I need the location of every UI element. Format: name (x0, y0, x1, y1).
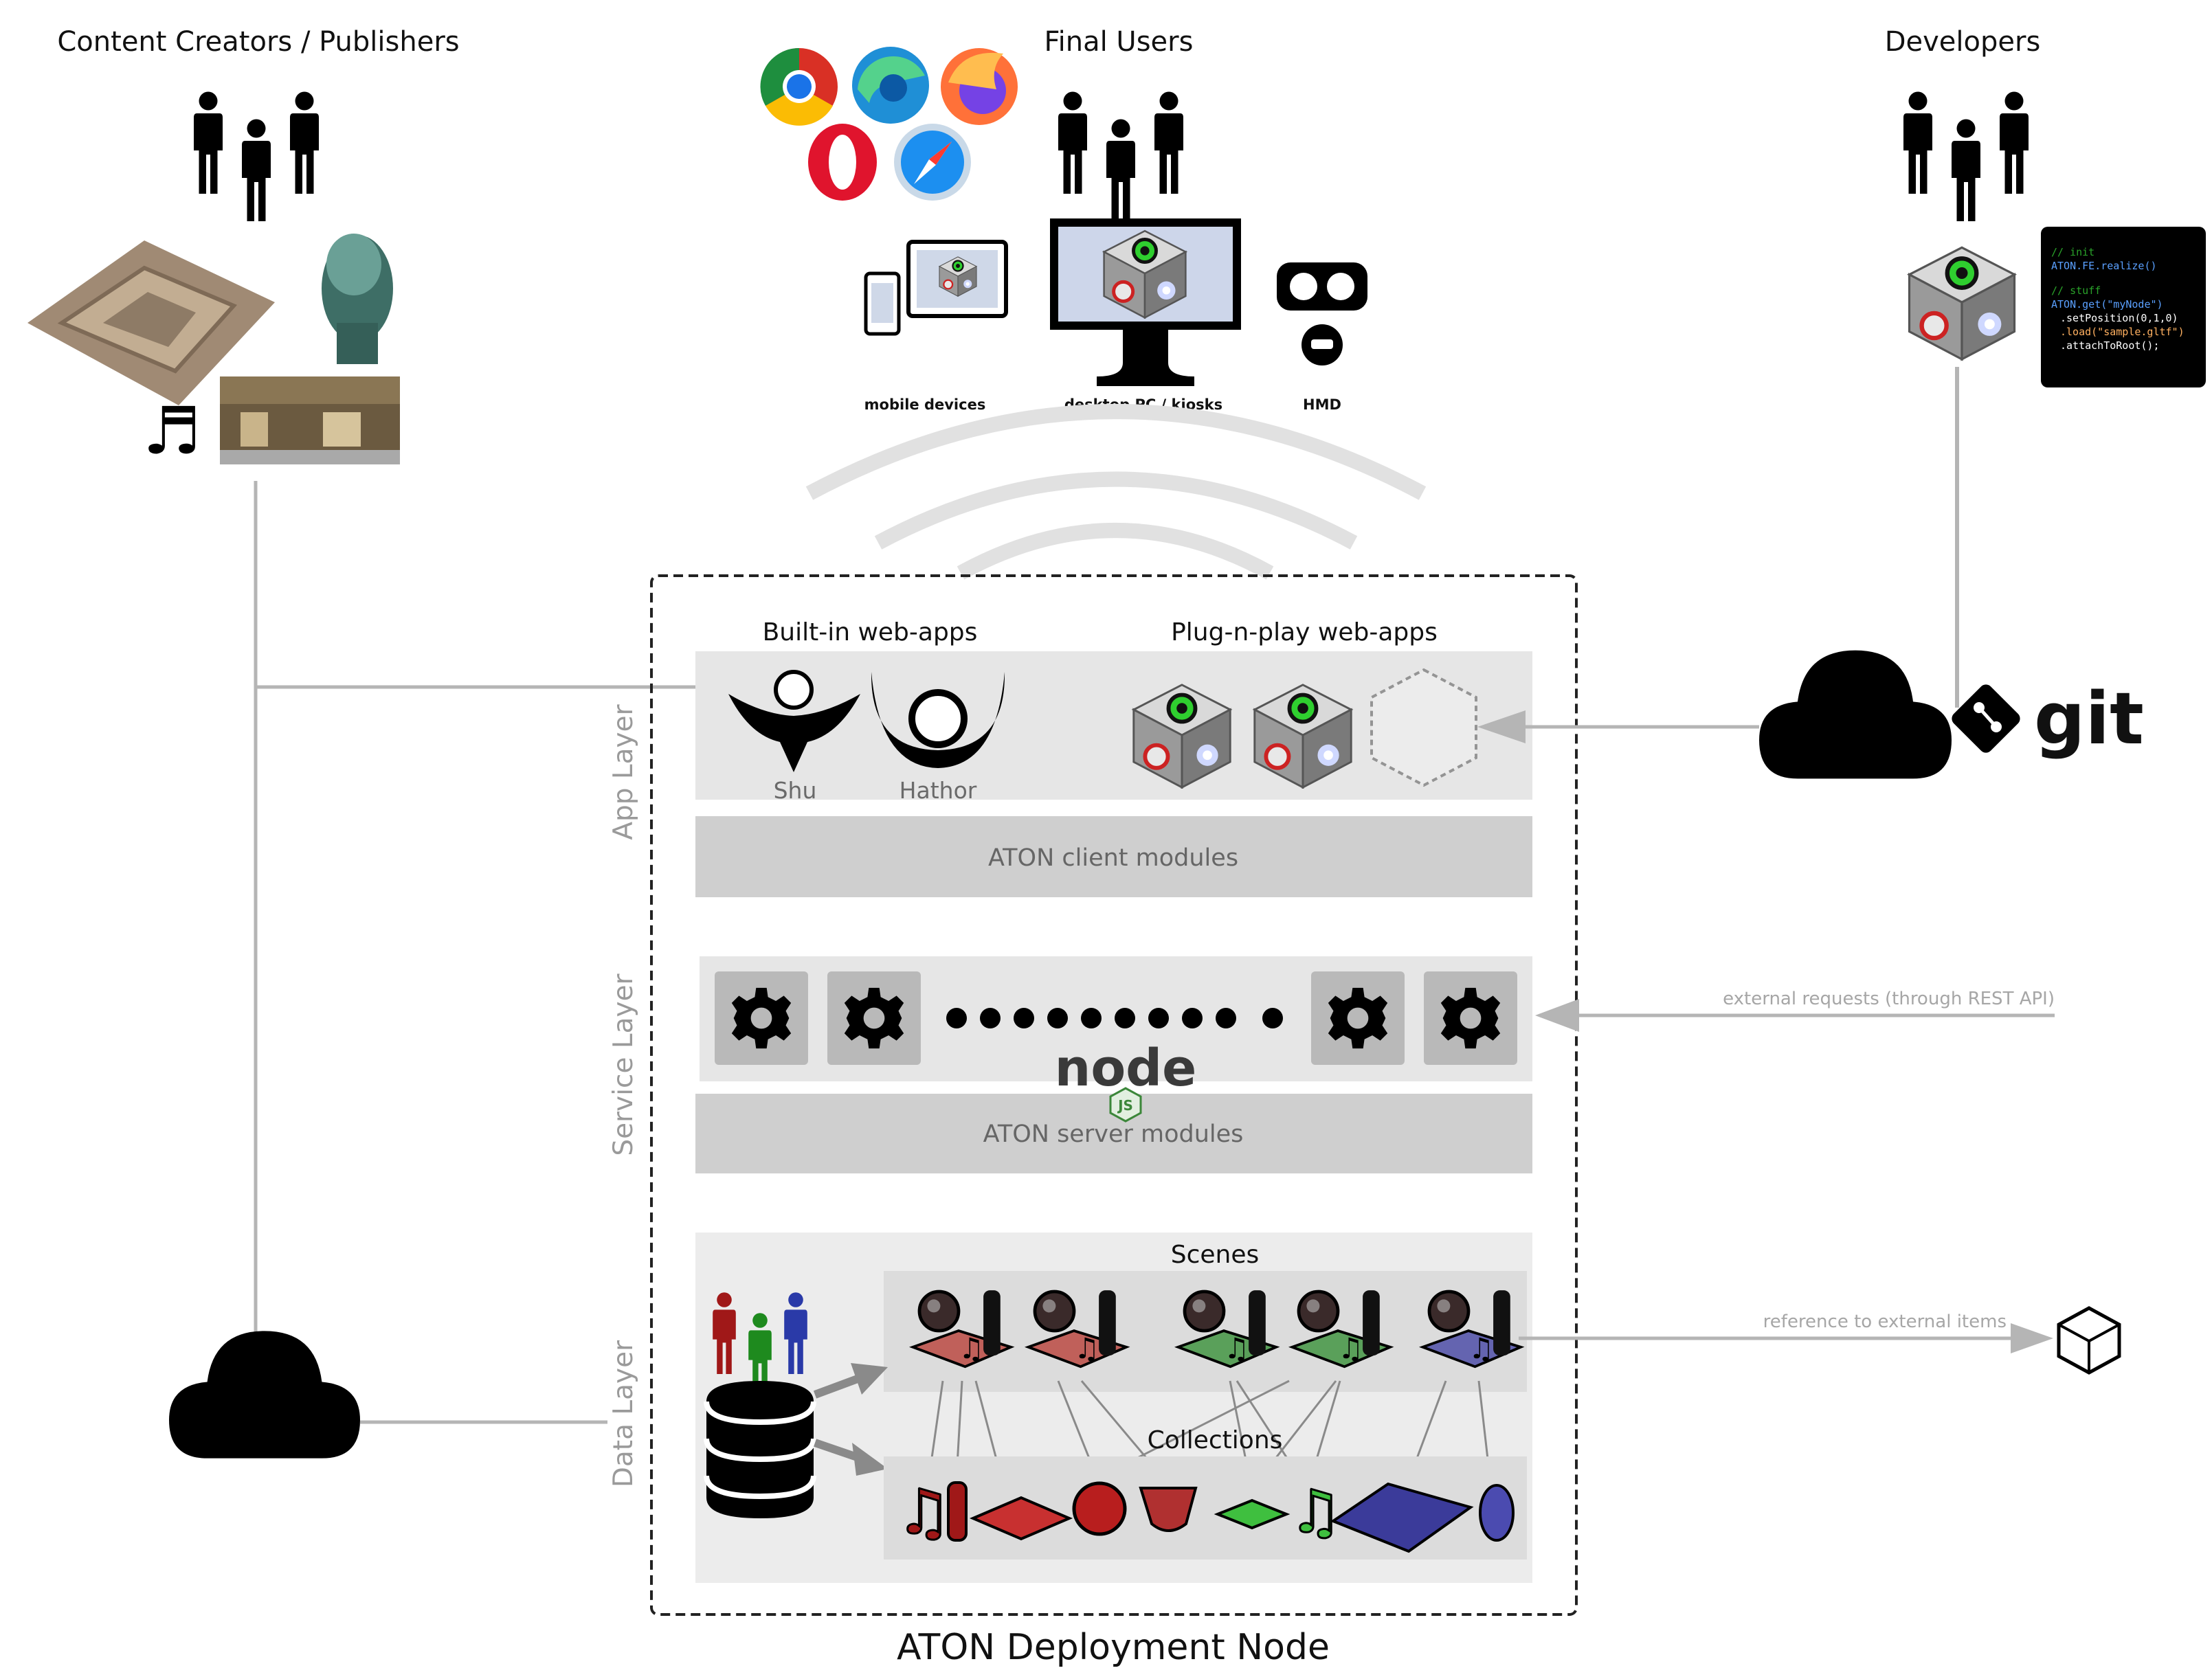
content-creators-people-icon (194, 92, 319, 222)
collection-music-green-icon[interactable]: ♫ (1288, 1477, 1343, 1548)
final-users-label: Final Users (1044, 26, 1194, 58)
content-creators-label: Content Creators / Publishers (57, 26, 459, 58)
svg-text:// stuff: // stuff (2051, 284, 2101, 297)
external-reference-label: reference to external items (1763, 1312, 2007, 1332)
svg-text:.load("sample.gltf"): .load("sample.gltf") (2060, 326, 2185, 338)
firefox-icon (941, 48, 1018, 125)
database-to-scenes-arrow (813, 1363, 888, 1399)
code-snippet-panel: // init ATON.FE.realize() // stuff ATON.… (2041, 227, 2206, 387)
signal-arcs (805, 404, 1427, 580)
developers-label: Developers (1885, 26, 2041, 58)
scenes-label: Scenes (1171, 1241, 1260, 1269)
client-modules-box (695, 816, 1532, 897)
collection-plane-green-icon[interactable] (1214, 1498, 1291, 1530)
data-layer-label: Data Layer (608, 1340, 639, 1487)
developers-people-icon (1903, 92, 2029, 222)
gear-icon (1328, 987, 1389, 1049)
svg-text:.attachToRoot();: .attachToRoot(); (2060, 339, 2160, 352)
plugnplay-webapps-title: Plug-n-play web-apps (1171, 618, 1438, 646)
rest-requests-label: external requests (through REST API) (1723, 989, 2055, 1009)
service-ellipsis-dots (946, 1008, 1283, 1028)
browser-icons (760, 47, 1018, 201)
git-to-apps-arrowhead (1477, 710, 1526, 743)
edge-icon (852, 47, 929, 124)
rest-requests-arrowhead (1535, 999, 1579, 1032)
git-logo-icon: git (1952, 677, 2144, 761)
collection-head-icon[interactable] (1479, 1484, 1515, 1542)
collection-terrain-icon[interactable] (1330, 1482, 1474, 1553)
svg-text:.setPosition(0,1,0): .setPosition(0,1,0) (2060, 312, 2178, 324)
safari-icon (894, 124, 971, 201)
gear-icon (731, 987, 792, 1049)
panorama-thumbnail (220, 376, 400, 464)
service-gear-1 (715, 971, 808, 1065)
svg-text:// init: // init (2051, 246, 2094, 258)
hathor-label: Hathor (900, 777, 977, 804)
collection-plane-red-icon[interactable] (969, 1496, 1073, 1541)
gear-icon (844, 987, 905, 1049)
svg-text:JS: JS (1117, 1097, 1133, 1114)
collection-items: ♫ ♫ (895, 1476, 1515, 1553)
statue-head-thumbnail (322, 234, 393, 364)
hathor-app-icon[interactable]: Hathor (871, 672, 1005, 804)
service-gear-3 (1311, 971, 1405, 1065)
collection-cup-icon[interactable] (1139, 1487, 1198, 1532)
git-label: git (2034, 677, 2144, 761)
chrome-icon (760, 47, 838, 126)
server-modules-label: ATON server modules (983, 1121, 1244, 1148)
svg-text:ATON.FE.realize(): ATON.FE.realize() (2051, 260, 2157, 272)
mobile-devices-label: mobile devices (864, 396, 986, 413)
nodejs-logo-icon: node JS (1055, 1039, 1196, 1123)
app-layer-label: App Layer (608, 704, 639, 840)
external-reference-arrowhead (2011, 1323, 2053, 1353)
mobile-devices-icon (864, 240, 1008, 336)
shu-app-icon[interactable]: Shu (728, 670, 860, 804)
external-item-cube-icon (2057, 1306, 2121, 1375)
client-modules-label: ATON client modules (988, 844, 1238, 872)
service-gear-4 (1424, 971, 1517, 1065)
hmd-icon (1277, 262, 1367, 365)
developer-cloud-icon (1759, 650, 1952, 779)
desktop-kiosk-icon (1050, 218, 1241, 386)
deployment-node-boundary (650, 574, 1578, 1616)
music-note-icon: ♬ (142, 394, 201, 469)
collection-pillar-icon[interactable] (947, 1481, 968, 1542)
aton-developer-cube-icon (1910, 247, 2015, 359)
collection-music-icon[interactable]: ♫ (895, 1476, 953, 1550)
final-users-people-icon (1058, 92, 1183, 222)
database-icon (704, 1381, 816, 1518)
shu-label: Shu (774, 777, 817, 804)
opera-icon (808, 124, 877, 201)
storage-cloud-icon (169, 1331, 360, 1459)
service-gear-2 (827, 971, 921, 1065)
deployment-node-label: ATON Deployment Node (897, 1627, 1330, 1668)
collection-sphere-icon[interactable] (1072, 1481, 1127, 1536)
service-layer-label: Service Layer (608, 973, 639, 1156)
gear-icon (1440, 987, 1501, 1049)
terrain-model-thumbnail (27, 240, 275, 405)
database-to-collections-arrow (814, 1439, 888, 1476)
builtin-webapps-title: Built-in web-apps (763, 618, 978, 646)
collections-label: Collections (1148, 1426, 1283, 1454)
hmd-label: HMD (1303, 396, 1341, 413)
svg-text:ATON.get("myNode"): ATON.get("myNode") (2051, 298, 2163, 311)
plugnplay-app-placeholder-icon[interactable] (1370, 668, 1477, 787)
